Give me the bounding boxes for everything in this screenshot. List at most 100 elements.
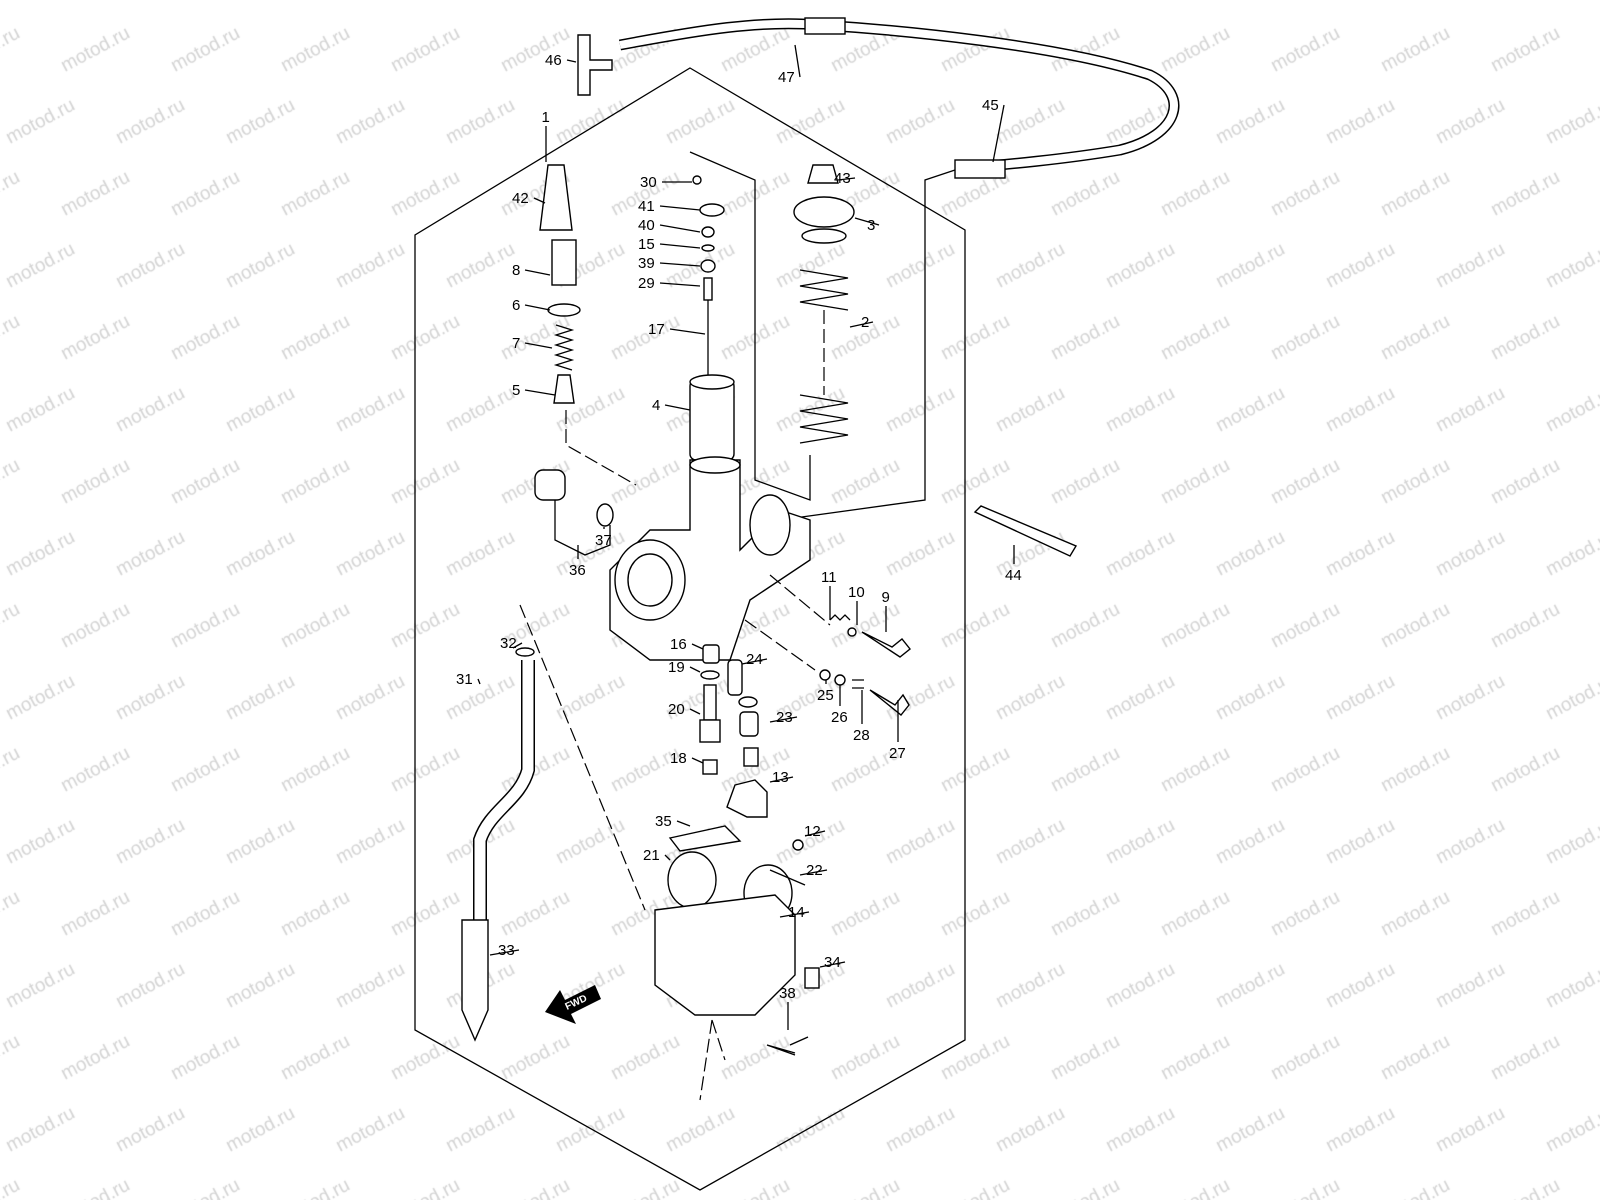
- callout-27: 27: [889, 745, 906, 762]
- leader-line: [854, 217, 880, 226]
- carburetor-body: [609, 456, 811, 661]
- leader-line: [691, 643, 704, 650]
- leader-line: [524, 342, 553, 349]
- float-arm-13: [726, 779, 768, 818]
- callout-20: 20: [668, 701, 685, 718]
- leader-line: [794, 44, 801, 78]
- bracket-44: [973, 505, 1078, 557]
- callout-21: 21: [643, 847, 660, 864]
- fwd-arrow-icon: FWD: [545, 985, 601, 1024]
- callout-7: 7: [512, 335, 520, 352]
- callout-40: 40: [638, 217, 655, 234]
- callout-13: 13: [772, 769, 789, 786]
- callout-15: 15: [638, 236, 655, 253]
- callout-33: 33: [498, 942, 515, 959]
- callout-14: 14: [788, 904, 805, 921]
- choke-36: [534, 469, 566, 501]
- callout-31: 31: [456, 671, 473, 688]
- callout-47: 47: [778, 69, 795, 86]
- callout-34: 34: [824, 954, 841, 971]
- leader-line: [689, 666, 701, 673]
- callout-46: 46: [545, 52, 562, 69]
- callout-32: 32: [500, 635, 517, 652]
- callout-17: 17: [648, 321, 665, 338]
- callout-39: 39: [638, 255, 655, 272]
- leader-line: [659, 243, 701, 249]
- assembly-boundary: [414, 67, 966, 1191]
- leader-line: [849, 321, 874, 328]
- callout-2: 2: [861, 314, 869, 331]
- leader-line: [566, 59, 577, 63]
- leader-line: [512, 642, 523, 649]
- leader-line: [769, 776, 794, 783]
- leader-line: [659, 205, 701, 211]
- cable-boot: [804, 17, 846, 35]
- callout-12: 12: [804, 823, 821, 840]
- leader-line: [659, 282, 701, 287]
- oring-6: [547, 303, 581, 317]
- callout-43: 43: [834, 170, 851, 187]
- t-fitting: [577, 34, 613, 96]
- gasket-35: [668, 825, 742, 852]
- throttle-valve-4: [689, 379, 735, 461]
- callout-19: 19: [668, 659, 685, 676]
- screw-9: [861, 631, 911, 658]
- callout-41: 41: [638, 198, 655, 215]
- leader-line: [689, 708, 701, 715]
- callout-26: 26: [831, 709, 848, 726]
- callout-5: 5: [512, 382, 520, 399]
- float-chamber-14: [654, 894, 796, 1016]
- callout-4: 4: [652, 397, 660, 414]
- leader-line: [664, 404, 691, 411]
- spring-2: [799, 269, 849, 444]
- guide-line: [689, 151, 811, 501]
- adjuster-8: [551, 239, 577, 286]
- leader-line: [659, 262, 701, 267]
- leader-line: [992, 104, 1005, 163]
- boot-42: [539, 164, 573, 231]
- leader-line: [819, 961, 846, 968]
- plunger-5: [553, 374, 575, 404]
- leader-line: [804, 830, 826, 837]
- callout-8: 8: [512, 262, 520, 279]
- callout-11: 11: [821, 569, 837, 586]
- leader-line: [799, 869, 828, 876]
- callout-44: 44: [1005, 567, 1022, 584]
- jet-24: [727, 659, 743, 696]
- leader-line: [489, 949, 520, 956]
- leader-line: [659, 224, 701, 233]
- callout-38: 38: [779, 985, 796, 1002]
- leader-line: [837, 177, 856, 181]
- callout-24: 24: [746, 651, 763, 668]
- leader-line: [477, 678, 481, 685]
- callout-42: 42: [512, 190, 529, 207]
- callout-22: 22: [806, 862, 823, 879]
- leader-line: [691, 757, 704, 764]
- callout-29: 29: [638, 275, 655, 292]
- leader-line: [664, 854, 671, 861]
- throttle-cable: [618, 18, 1180, 174]
- leader-line: [769, 716, 798, 723]
- callout-3: 3: [867, 217, 875, 234]
- callout-9: 9: [882, 589, 890, 606]
- cable-adjuster-45: [954, 159, 1006, 179]
- callout-10: 10: [848, 584, 865, 601]
- callout-37: 37: [595, 532, 612, 549]
- leader-line: [524, 304, 551, 311]
- callout-23: 23: [776, 709, 793, 726]
- callout-25: 25: [817, 687, 834, 704]
- float-21: [667, 851, 717, 909]
- spring-7: [553, 324, 575, 371]
- leader-line: [524, 389, 556, 396]
- leader-line: [779, 911, 810, 918]
- callout-45: 45: [982, 97, 999, 114]
- leader-line: [741, 658, 768, 665]
- leader-line: [533, 197, 546, 204]
- callout-35: 35: [655, 813, 672, 830]
- callout-30: 30: [640, 174, 657, 191]
- callout-28: 28: [853, 727, 870, 744]
- cap-43: [807, 164, 839, 184]
